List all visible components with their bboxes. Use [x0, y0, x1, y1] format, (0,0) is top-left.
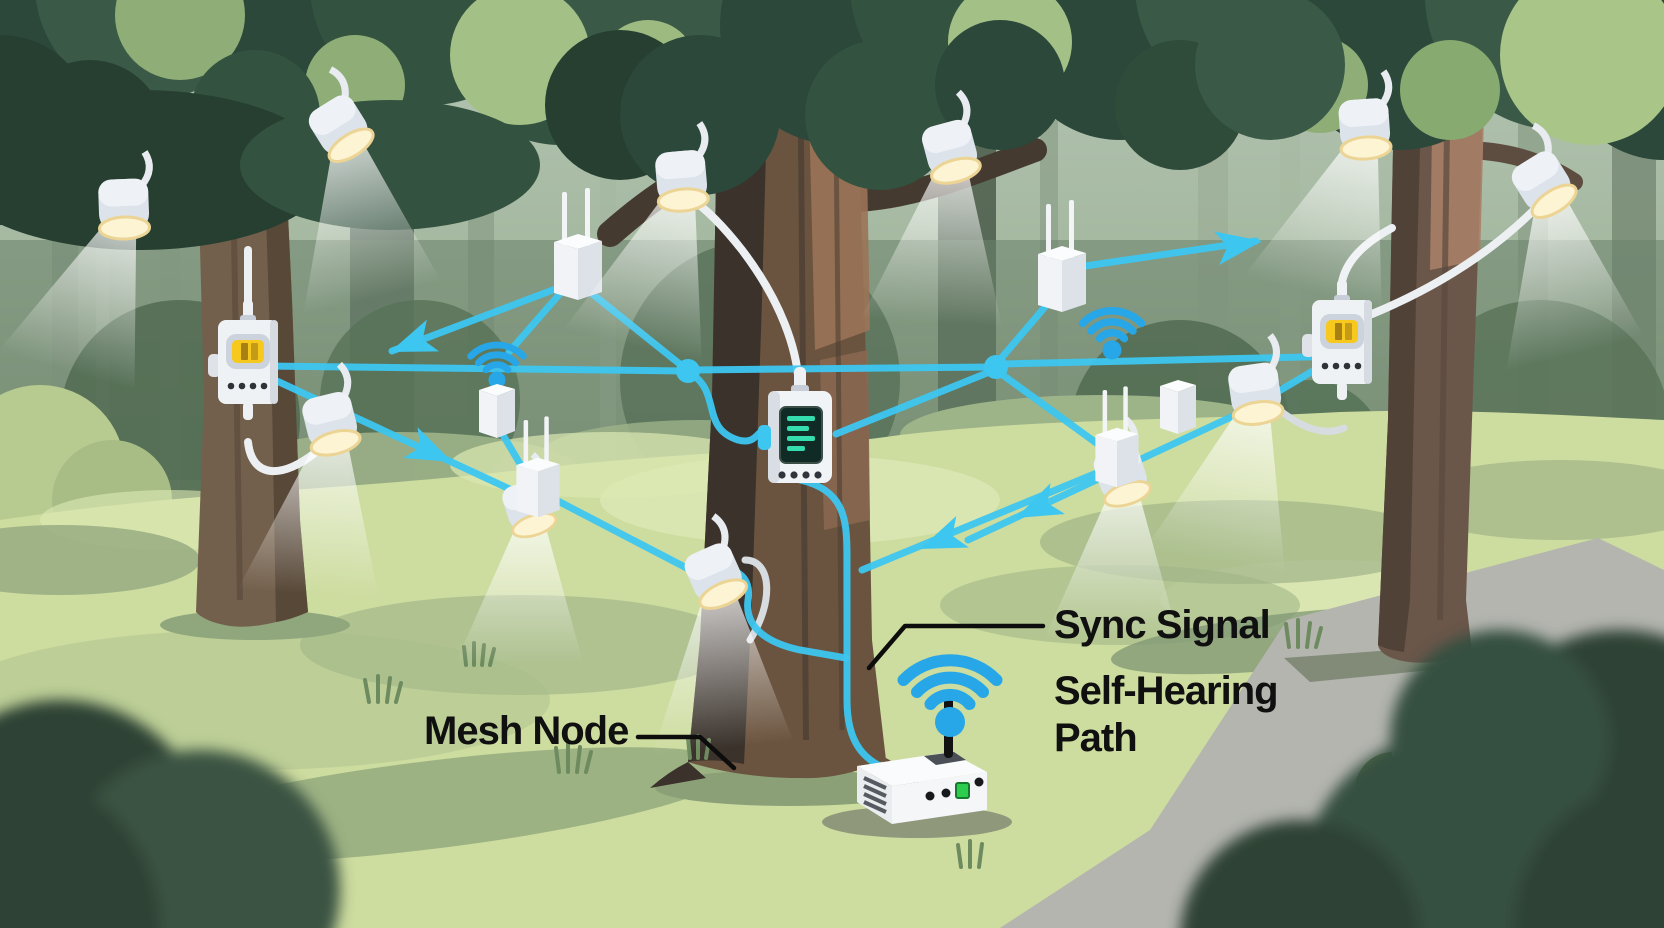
- link-repeater-top-right-outbound: [1074, 237, 1260, 271]
- link-junction-left-to-junction-right: [688, 363, 996, 374]
- label-sync-signal: Sync Signal: [1054, 603, 1271, 647]
- link-junction-right-to-right-node: [998, 352, 1352, 368]
- link-repeater-right-mid-to-center: [858, 466, 1108, 574]
- link-repeater-mid-left-to-lamp-center: [552, 496, 706, 580]
- link-junction-right-to-center-node: [832, 367, 996, 438]
- sync-cable-to-gateway: [796, 476, 892, 774]
- label-mesh-node: Mesh Node: [424, 709, 629, 753]
- label-self-hearing-line1: Self-Hearing: [1054, 669, 1279, 713]
- annotation-leaders: [635, 623, 1046, 771]
- foreground-bushes: [0, 630, 1664, 928]
- label-self-hearing-line2: Path: [1054, 716, 1138, 760]
- tree-canopy: [0, 0, 1664, 250]
- box-under-wifi-right: [1160, 380, 1196, 434]
- label-self-hearing-path: Self-Hearing Path: [1054, 668, 1279, 762]
- sync-signal-leader-line: [866, 623, 1046, 671]
- link-junction-right-to-repeater-right-mid: [996, 369, 1110, 454]
- box-under-wifi-left: [479, 384, 515, 438]
- mesh-node-leader-line: [635, 734, 737, 771]
- link-left-node-to-junction-left: [260, 362, 688, 375]
- right-tree: [1268, 0, 1583, 663]
- junction-left: [676, 359, 700, 383]
- junction-right: [984, 355, 1008, 379]
- link-left-node-to-repeater-mid-left: [260, 371, 520, 496]
- link-repeater-to-wifi-left: [505, 285, 568, 356]
